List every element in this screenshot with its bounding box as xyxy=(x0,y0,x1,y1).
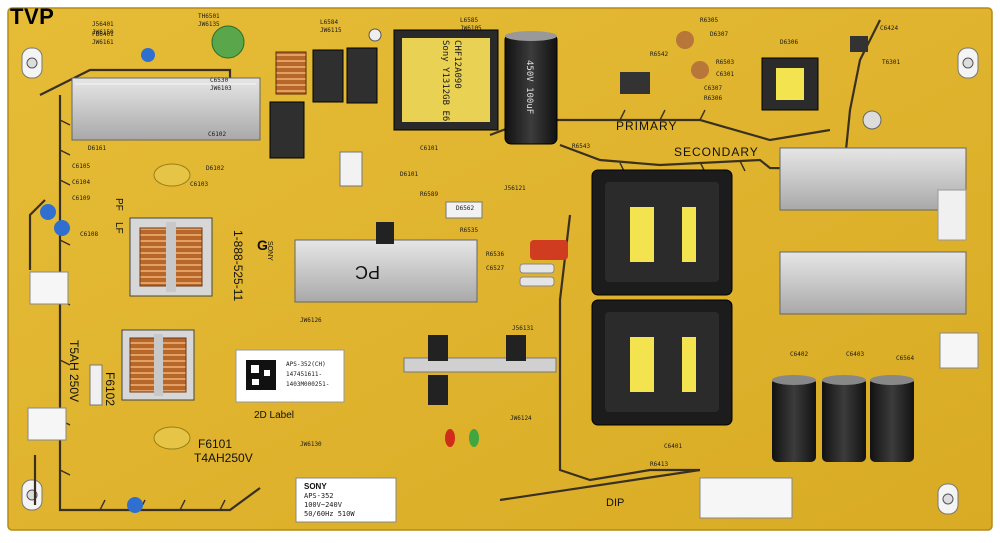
label-strip xyxy=(937,189,967,241)
ref-designator: D6102 xyxy=(206,165,224,172)
heatsink-right-bottom xyxy=(779,251,967,315)
ref-designator: D6101 xyxy=(400,171,418,178)
ref-designator: J56131 xyxy=(512,325,534,332)
ref-designator: JW6115 xyxy=(320,27,342,34)
transformer-label-line1: CHF12A090 xyxy=(452,40,462,89)
board-letter: G xyxy=(257,237,268,253)
ref-designator: JW6105 xyxy=(460,25,482,32)
fuse-f6101-rating: T4AH250V xyxy=(194,451,253,465)
silkscreen-labels: PRIMARY SECONDARY 1-888-525-11 SONY G 2D… xyxy=(67,119,759,509)
standby-transformer: CHF12A090 Sony Y1312GB E6 xyxy=(393,29,499,131)
ref-designator: R6543 xyxy=(572,143,590,150)
ref-designator: R6306 xyxy=(704,95,722,102)
ref-designator: JW6103 xyxy=(210,85,232,92)
rating-model: APS-352 xyxy=(304,492,334,500)
ref-designator: R6542 xyxy=(650,51,668,58)
part-number: 1-888-525-11 xyxy=(231,230,245,301)
bulk-capacitor: 450V 100uF xyxy=(504,31,558,145)
ref-designator: JW6126 xyxy=(300,317,322,324)
bulk-capacitor-label: 450V 100uF xyxy=(524,60,534,114)
main-transformer-top xyxy=(591,169,733,296)
ref-designator: D6307 xyxy=(710,31,728,38)
ref-designator: C6108 xyxy=(80,231,98,238)
ref-designator: C6307 xyxy=(704,85,722,92)
ref-designator: D6306 xyxy=(780,39,798,46)
pfc-inductor-bottom xyxy=(121,329,195,401)
sticker-line1: APS-352(CH) xyxy=(286,361,326,368)
ref-designator: C6402 xyxy=(790,351,808,358)
ref-designator: R6535 xyxy=(460,227,478,234)
rating-freq-power: 50/60Hz 510W xyxy=(304,510,355,518)
ref-designator: C6424 xyxy=(880,25,898,32)
pf-label: PF xyxy=(113,198,124,211)
ref-designator: JW6161 xyxy=(92,39,114,46)
heatsink-pc: PC xyxy=(294,239,478,303)
mounting-holes xyxy=(21,28,979,515)
ref-designator: JW6124 xyxy=(510,415,532,422)
ref-designator: JW6135 xyxy=(198,21,220,28)
ref-designator: R6413 xyxy=(650,461,668,468)
fuse-f6102: F6102 xyxy=(103,372,117,406)
ref-designator: C6102 xyxy=(208,131,226,138)
ref-designator: TH6501 xyxy=(198,13,220,20)
fuse-f6101: F6101 xyxy=(198,437,232,451)
ref-designator: D6161 xyxy=(88,145,106,152)
ref-designator: C6403 xyxy=(846,351,864,358)
ref-designator: J56401 xyxy=(92,21,114,28)
corner-tag: TVP xyxy=(10,4,55,29)
misc-components xyxy=(27,25,979,519)
ref-designator: C6101 xyxy=(420,145,438,152)
ref-designator: D6562 xyxy=(456,205,474,212)
ref-designator: C6527 xyxy=(486,265,504,272)
ref-designator: JW6130 xyxy=(300,441,322,448)
ref-designator: JW6150 xyxy=(92,29,114,36)
ref-designator: R6503 xyxy=(716,59,734,66)
ferrite-choke xyxy=(275,51,307,95)
ref-designator: C6109 xyxy=(72,195,90,202)
label-2d: 2D Label xyxy=(254,410,294,421)
ref-designator: C6564 xyxy=(896,355,914,362)
ref-designator: J56121 xyxy=(504,185,526,192)
rating-label: SONY APS-352 100V~240V 50/60Hz 510W xyxy=(295,477,397,523)
ref-designator: R6305 xyxy=(700,17,718,24)
ref-designator: C6401 xyxy=(664,443,682,450)
ref-designator: L6584 xyxy=(320,19,338,26)
fuse-f6102-rating: T5AH 250V xyxy=(67,340,81,402)
heatsink-right-top xyxy=(779,147,967,211)
brand-mark: SONY xyxy=(266,241,273,261)
output-capacitors xyxy=(772,375,914,462)
pfc-inductor-top xyxy=(129,217,213,297)
ref-designator: T6301 xyxy=(882,59,900,66)
x-capacitors xyxy=(269,47,378,159)
aux-transformer xyxy=(761,57,819,111)
primary-label: PRIMARY xyxy=(616,119,677,133)
ref-designator: C6104 xyxy=(72,179,90,186)
dip-label: DIP xyxy=(606,497,624,509)
main-transformer-bottom xyxy=(591,299,733,426)
rating-voltage: 100V~240V xyxy=(304,501,343,509)
sticker-line2: 147451611- xyxy=(286,371,322,378)
ref-designator: R6536 xyxy=(486,251,504,258)
heatsink-left xyxy=(71,77,261,141)
ref-designator: L6585 xyxy=(460,17,478,24)
lf-label: LF xyxy=(113,222,124,234)
white-sticker: APS-352(CH) 147451611- 1403M000251- xyxy=(235,349,345,403)
ref-designator: C6301 xyxy=(716,71,734,78)
ref-designator: C6105 xyxy=(72,163,90,170)
pc-mark: PC xyxy=(355,262,380,282)
rating-brand: SONY xyxy=(304,482,327,491)
sticker-line3: 1403M000251- xyxy=(286,381,329,388)
ref-designator: FB6401 xyxy=(92,31,114,38)
mosfet-bracket xyxy=(376,222,557,405)
secondary-label: SECONDARY xyxy=(674,145,759,159)
ref-designator: C6530 xyxy=(210,77,228,84)
ref-designator: C6103 xyxy=(190,181,208,188)
transformer-label-line2: Sony Y1312GB E6 xyxy=(440,40,450,121)
ref-designator: R6589 xyxy=(420,191,438,198)
